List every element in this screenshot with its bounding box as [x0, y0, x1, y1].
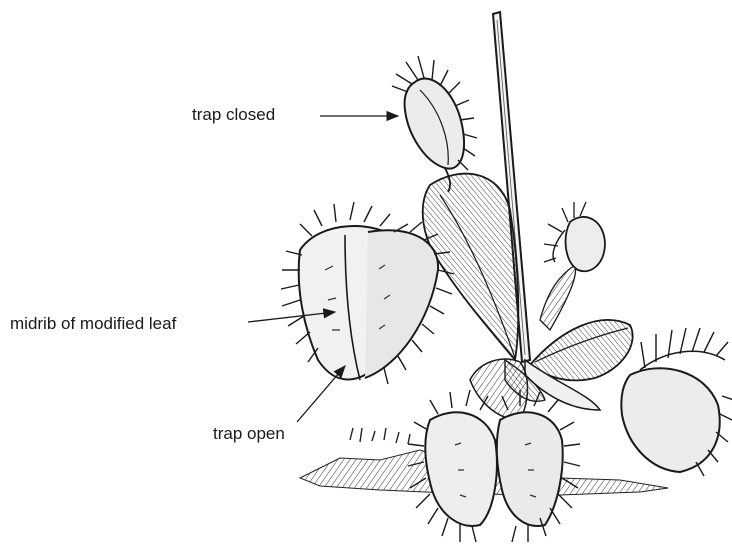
label-midrib: midrib of modified leaf: [10, 315, 176, 332]
open-trap-bottom: [408, 390, 580, 542]
label-trap-closed: trap closed: [192, 106, 275, 123]
arrow-trap-open: [297, 366, 345, 422]
open-trap-right: [621, 328, 732, 476]
small-trap-right: [544, 202, 605, 271]
label-trap-open: trap open: [213, 425, 285, 442]
closed-trap: [392, 56, 477, 192]
petiole-right: [540, 265, 576, 330]
